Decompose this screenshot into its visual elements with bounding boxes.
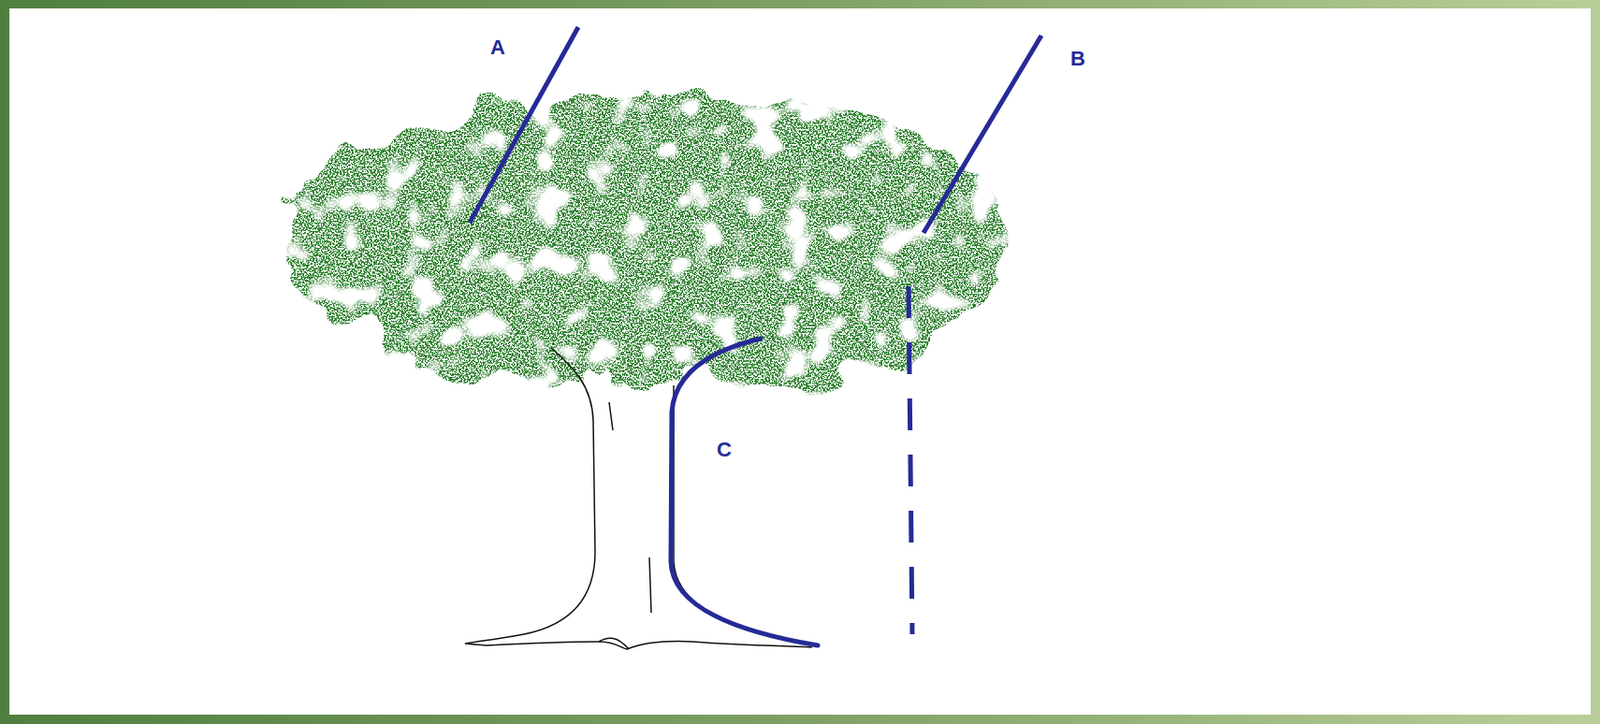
drip-line xyxy=(908,286,913,635)
tree-crown xyxy=(277,93,1018,384)
leader-line xyxy=(469,27,579,223)
part-label: B xyxy=(1070,48,1086,70)
part-label: C xyxy=(716,439,732,461)
tree-trunk xyxy=(465,348,813,650)
bark-line xyxy=(670,338,818,646)
part-label: A xyxy=(490,37,506,59)
leader-line xyxy=(923,35,1042,233)
